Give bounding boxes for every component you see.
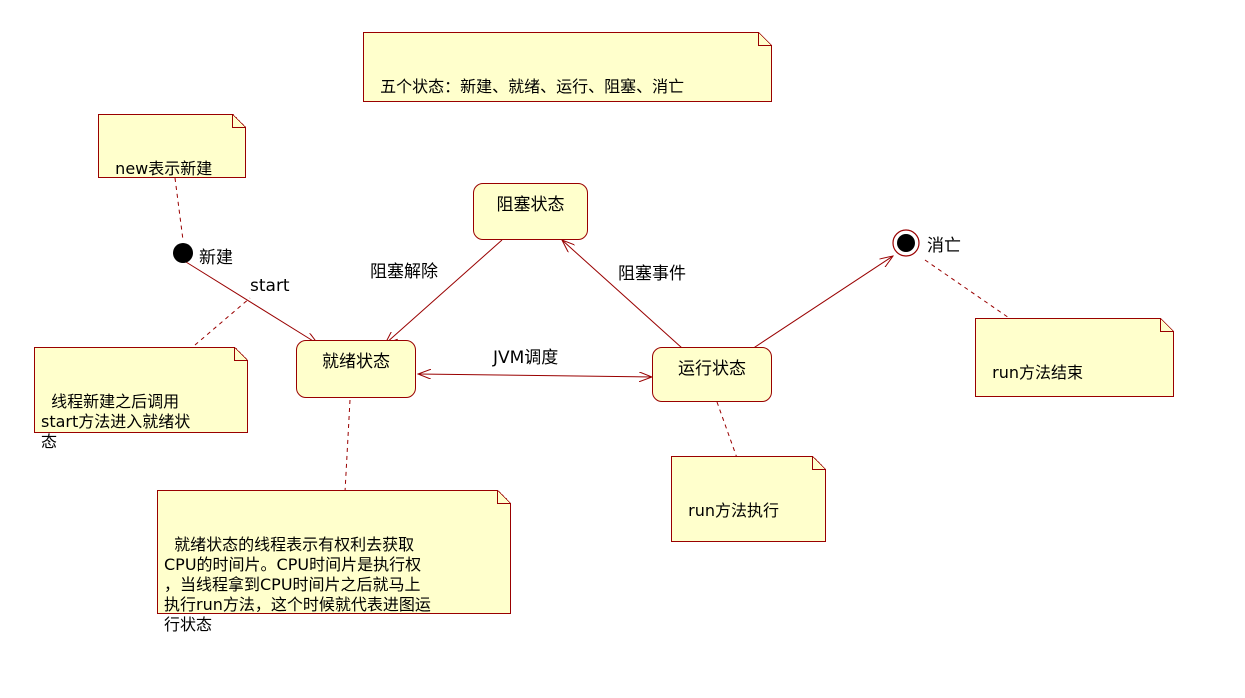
anchor-run-end-note: [924, 259, 1013, 321]
note-run-exec: run方法执行: [671, 456, 826, 542]
note-thread-new-text: 线程新建之后调用 start方法进入就绪状 态: [41, 392, 191, 451]
label-new: 新建: [199, 248, 233, 268]
note-five-states: 五个状态：新建、就绪、运行、阻塞、消亡: [363, 32, 772, 102]
anchor-new-note: [174, 177, 184, 241]
note-run-exec-text: run方法执行: [688, 501, 780, 520]
transition-jvm-schedule: [418, 374, 652, 377]
note-fold: [1160, 318, 1174, 332]
note-five-states-text: 五个状态：新建、就绪、运行、阻塞、消亡: [380, 77, 685, 96]
state-blocked: 阻塞状态: [473, 183, 588, 240]
state-running: 运行状态: [652, 347, 772, 402]
note-fold: [812, 456, 826, 470]
note-thread-new: 线程新建之后调用 start方法进入就绪状 态: [34, 347, 248, 451]
note-ready-desc-text: 就绪状态的线程表示有权利去获取 CPU的时间片。CPU时间片是执行权 ，当线程拿…: [164, 535, 431, 634]
transition-to-dead: [751, 256, 893, 350]
state-ready-label: 就绪状态: [322, 352, 390, 372]
label-block-event: 阻塞事件: [618, 264, 686, 284]
label-unblock: 阻塞解除: [370, 262, 438, 282]
note-fold: [758, 32, 772, 46]
label-start: start: [250, 276, 290, 296]
note-ready-desc: 就绪状态的线程表示有权利去获取 CPU的时间片。CPU时间片是执行权 ，当线程拿…: [157, 490, 511, 634]
anchor-ready-note: [344, 399, 351, 493]
note-new-means-text: new表示新建: [115, 159, 213, 178]
note-run-end: run方法结束: [975, 318, 1174, 397]
note-fold: [234, 347, 248, 361]
transition-block-event: [562, 240, 683, 349]
note-run-end-text: run方法结束: [992, 363, 1084, 382]
anchor-run-exec-note: [716, 401, 738, 459]
transition-unblock: [385, 239, 503, 344]
note-new-means: new表示新建: [98, 114, 246, 178]
state-blocked-label: 阻塞状态: [496, 195, 565, 215]
note-fold: [497, 490, 511, 504]
final-node-core: [897, 234, 915, 252]
initial-node: [173, 243, 193, 263]
anchor-thread-new-note: [194, 297, 251, 346]
state-ready: 就绪状态: [296, 340, 416, 398]
state-running-label: 运行状态: [678, 359, 746, 379]
note-fold: [232, 114, 246, 128]
transition-start: [185, 261, 318, 344]
label-dead: 消亡: [927, 236, 961, 256]
label-jvm-schedule: JVM调度: [493, 348, 559, 368]
